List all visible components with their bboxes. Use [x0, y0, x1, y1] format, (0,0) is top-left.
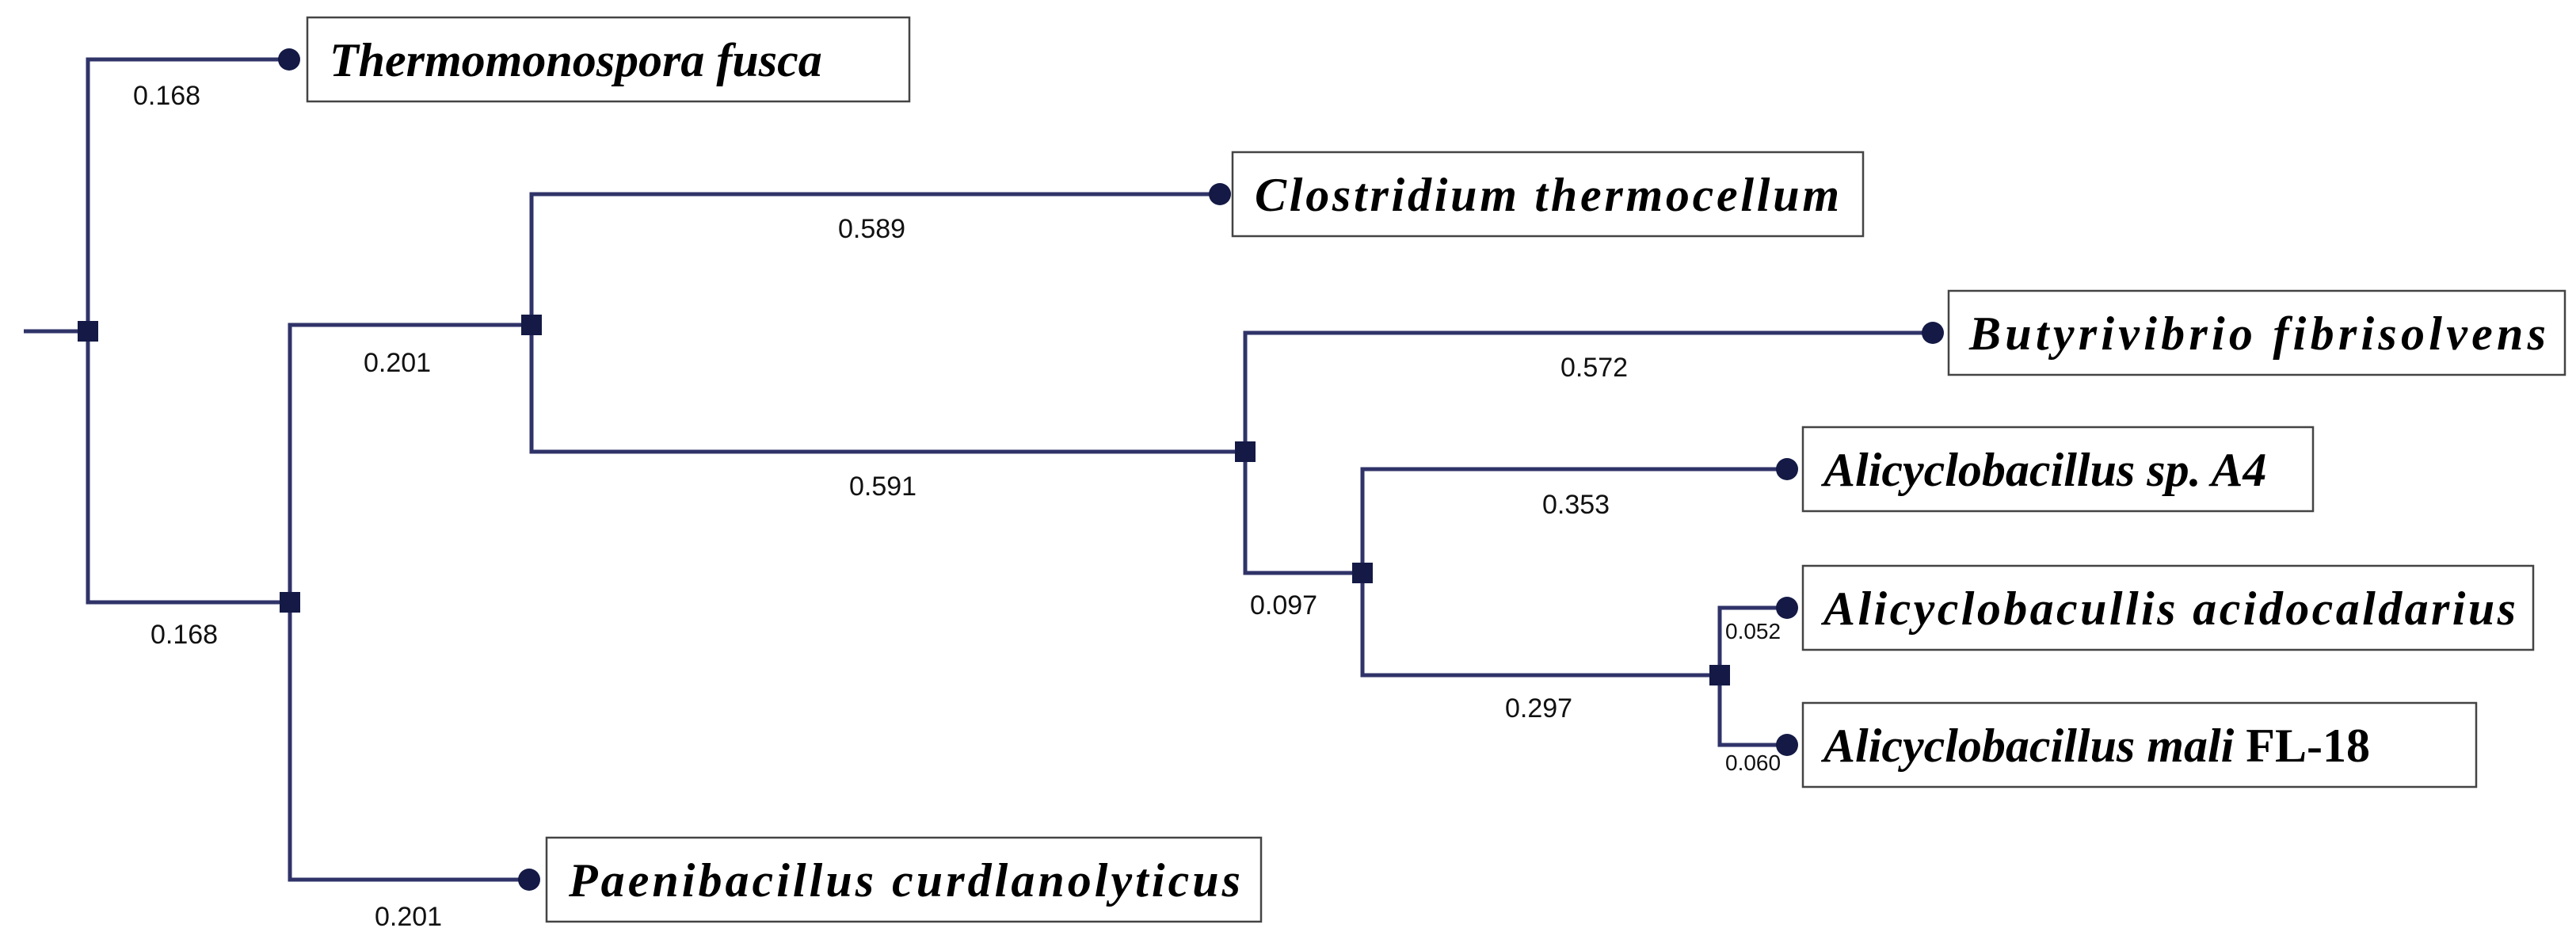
branch-to-alicyclo-clade: [1243, 452, 1362, 575]
branch-to-inner-clade: [529, 325, 1245, 454]
branch-length-paenibacillus: 0.201: [375, 902, 442, 932]
taxon-label-thermomonospora: Thermomonospora fusca: [306, 16, 911, 103]
branch-to-acido-mali-clade: [1360, 573, 1720, 678]
taxon-name-mali: Alicyclobacillus mali FL-18: [1820, 720, 2370, 772]
leaf-dot-clostridium: [1209, 183, 1231, 205]
node-inner-clade: [1235, 441, 1256, 462]
branch-length-clostridium-clade: 0.201: [364, 348, 431, 378]
taxon-label-alicyclobacillus-a4: Alicyclobacillus sp. A4: [1801, 426, 2315, 513]
taxon-label-mali: Alicyclobacillus mali FL-18: [1801, 701, 2478, 789]
leaf-dot-paenibacillus: [518, 869, 540, 891]
leaf-tips: [278, 48, 1944, 891]
branch-length-butyrivibrio: 0.572: [1560, 353, 1628, 383]
node-lower: [280, 592, 300, 613]
taxon-labels: Thermomonospora fusca Clostridium thermo…: [306, 16, 2566, 923]
taxon-box-butyrivibrio: [1947, 289, 2566, 376]
branch-length-clade-lower: 0.168: [151, 620, 218, 650]
branch-to-paenibacillus: [288, 602, 529, 882]
taxon-label-paenibacillus: Paenibacillus curdlanolyticus: [545, 836, 1263, 923]
taxon-species-mali: Alicyclobacillus mali: [1820, 720, 2235, 772]
taxon-name-butyrivibrio: Butyrivibrio fibrisolvens: [1968, 307, 2546, 360]
leaf-dot-thermomonospora: [278, 48, 300, 71]
branch-length-labels: 0.168 0.168 0.201 0.201 0.589 0.591 0.57…: [133, 81, 1781, 932]
branch-length-acidocaldarius: 0.052: [1725, 619, 1781, 643]
branch-to-alicyclobacillus-a4: [1360, 467, 1787, 573]
branch-to-clostridium: [529, 192, 1220, 325]
branch-to-acidocaldarius: [1717, 605, 1786, 675]
branch-to-mali: [1717, 675, 1786, 747]
branch-root-to-clade-lower: [86, 331, 290, 605]
tree-branches: [24, 57, 1933, 882]
node-acido-mali-clade: [1709, 665, 1730, 685]
taxon-box-alicyclobacillus-a4: [1801, 426, 2315, 513]
branch-root-to-thermomonospora: [86, 57, 289, 331]
branch-length-alicyclo-clade: 0.097: [1250, 590, 1317, 621]
node-clostridium-clade: [521, 315, 542, 335]
taxon-label-clostridium: Clostridium thermocellum: [1231, 151, 1865, 238]
taxon-strain-mali: FL-18: [2234, 720, 2370, 772]
taxon-label-acidocaldarius: Alicyclobacullis acidocaldarius: [1801, 564, 2535, 651]
branch-length-clostridium: 0.589: [838, 214, 905, 244]
taxon-box-acidocaldarius: [1801, 564, 2535, 651]
node-alicyclo-clade: [1352, 563, 1373, 583]
node-root: [78, 321, 98, 342]
branch-length-acido-mali-clade: 0.297: [1505, 693, 1572, 724]
branch-length-mali: 0.060: [1725, 750, 1781, 775]
branch-to-butyrivibrio: [1243, 330, 1933, 452]
taxon-name-clostridium: Clostridium thermocellum: [1255, 169, 1839, 221]
taxon-name-paenibacillus: Paenibacillus curdlanolyticus: [568, 854, 1240, 907]
taxon-box-mali: [1801, 701, 2478, 789]
taxon-name-alicyclobacillus-a4: Alicyclobacillus sp. A4: [1820, 444, 2266, 496]
branch-to-clostridium-clade: [288, 323, 532, 602]
leaf-dot-butyrivibrio: [1922, 322, 1944, 344]
leaf-dot-mali: [1776, 734, 1798, 756]
branch-length-alicyclobacillus-a4: 0.353: [1542, 490, 1610, 520]
internal-nodes: [78, 315, 1730, 685]
branch-length-thermomonospora: 0.168: [133, 81, 200, 111]
taxon-name-thermomonospora: Thermomonospora fusca: [330, 34, 822, 86]
taxon-box-clostridium: [1231, 151, 1865, 238]
taxon-box-paenibacillus: [545, 836, 1263, 923]
branch-length-inner-clade: 0.591: [849, 472, 916, 502]
taxon-box-thermomonospora: [306, 16, 911, 103]
leaf-dot-acidocaldarius: [1776, 597, 1798, 619]
taxon-label-butyrivibrio: Butyrivibrio fibrisolvens: [1947, 289, 2566, 376]
taxon-name-acidocaldarius: Alicyclobacullis acidocaldarius: [1820, 582, 2516, 635]
leaf-dot-alicyclobacillus-a4: [1776, 458, 1798, 480]
